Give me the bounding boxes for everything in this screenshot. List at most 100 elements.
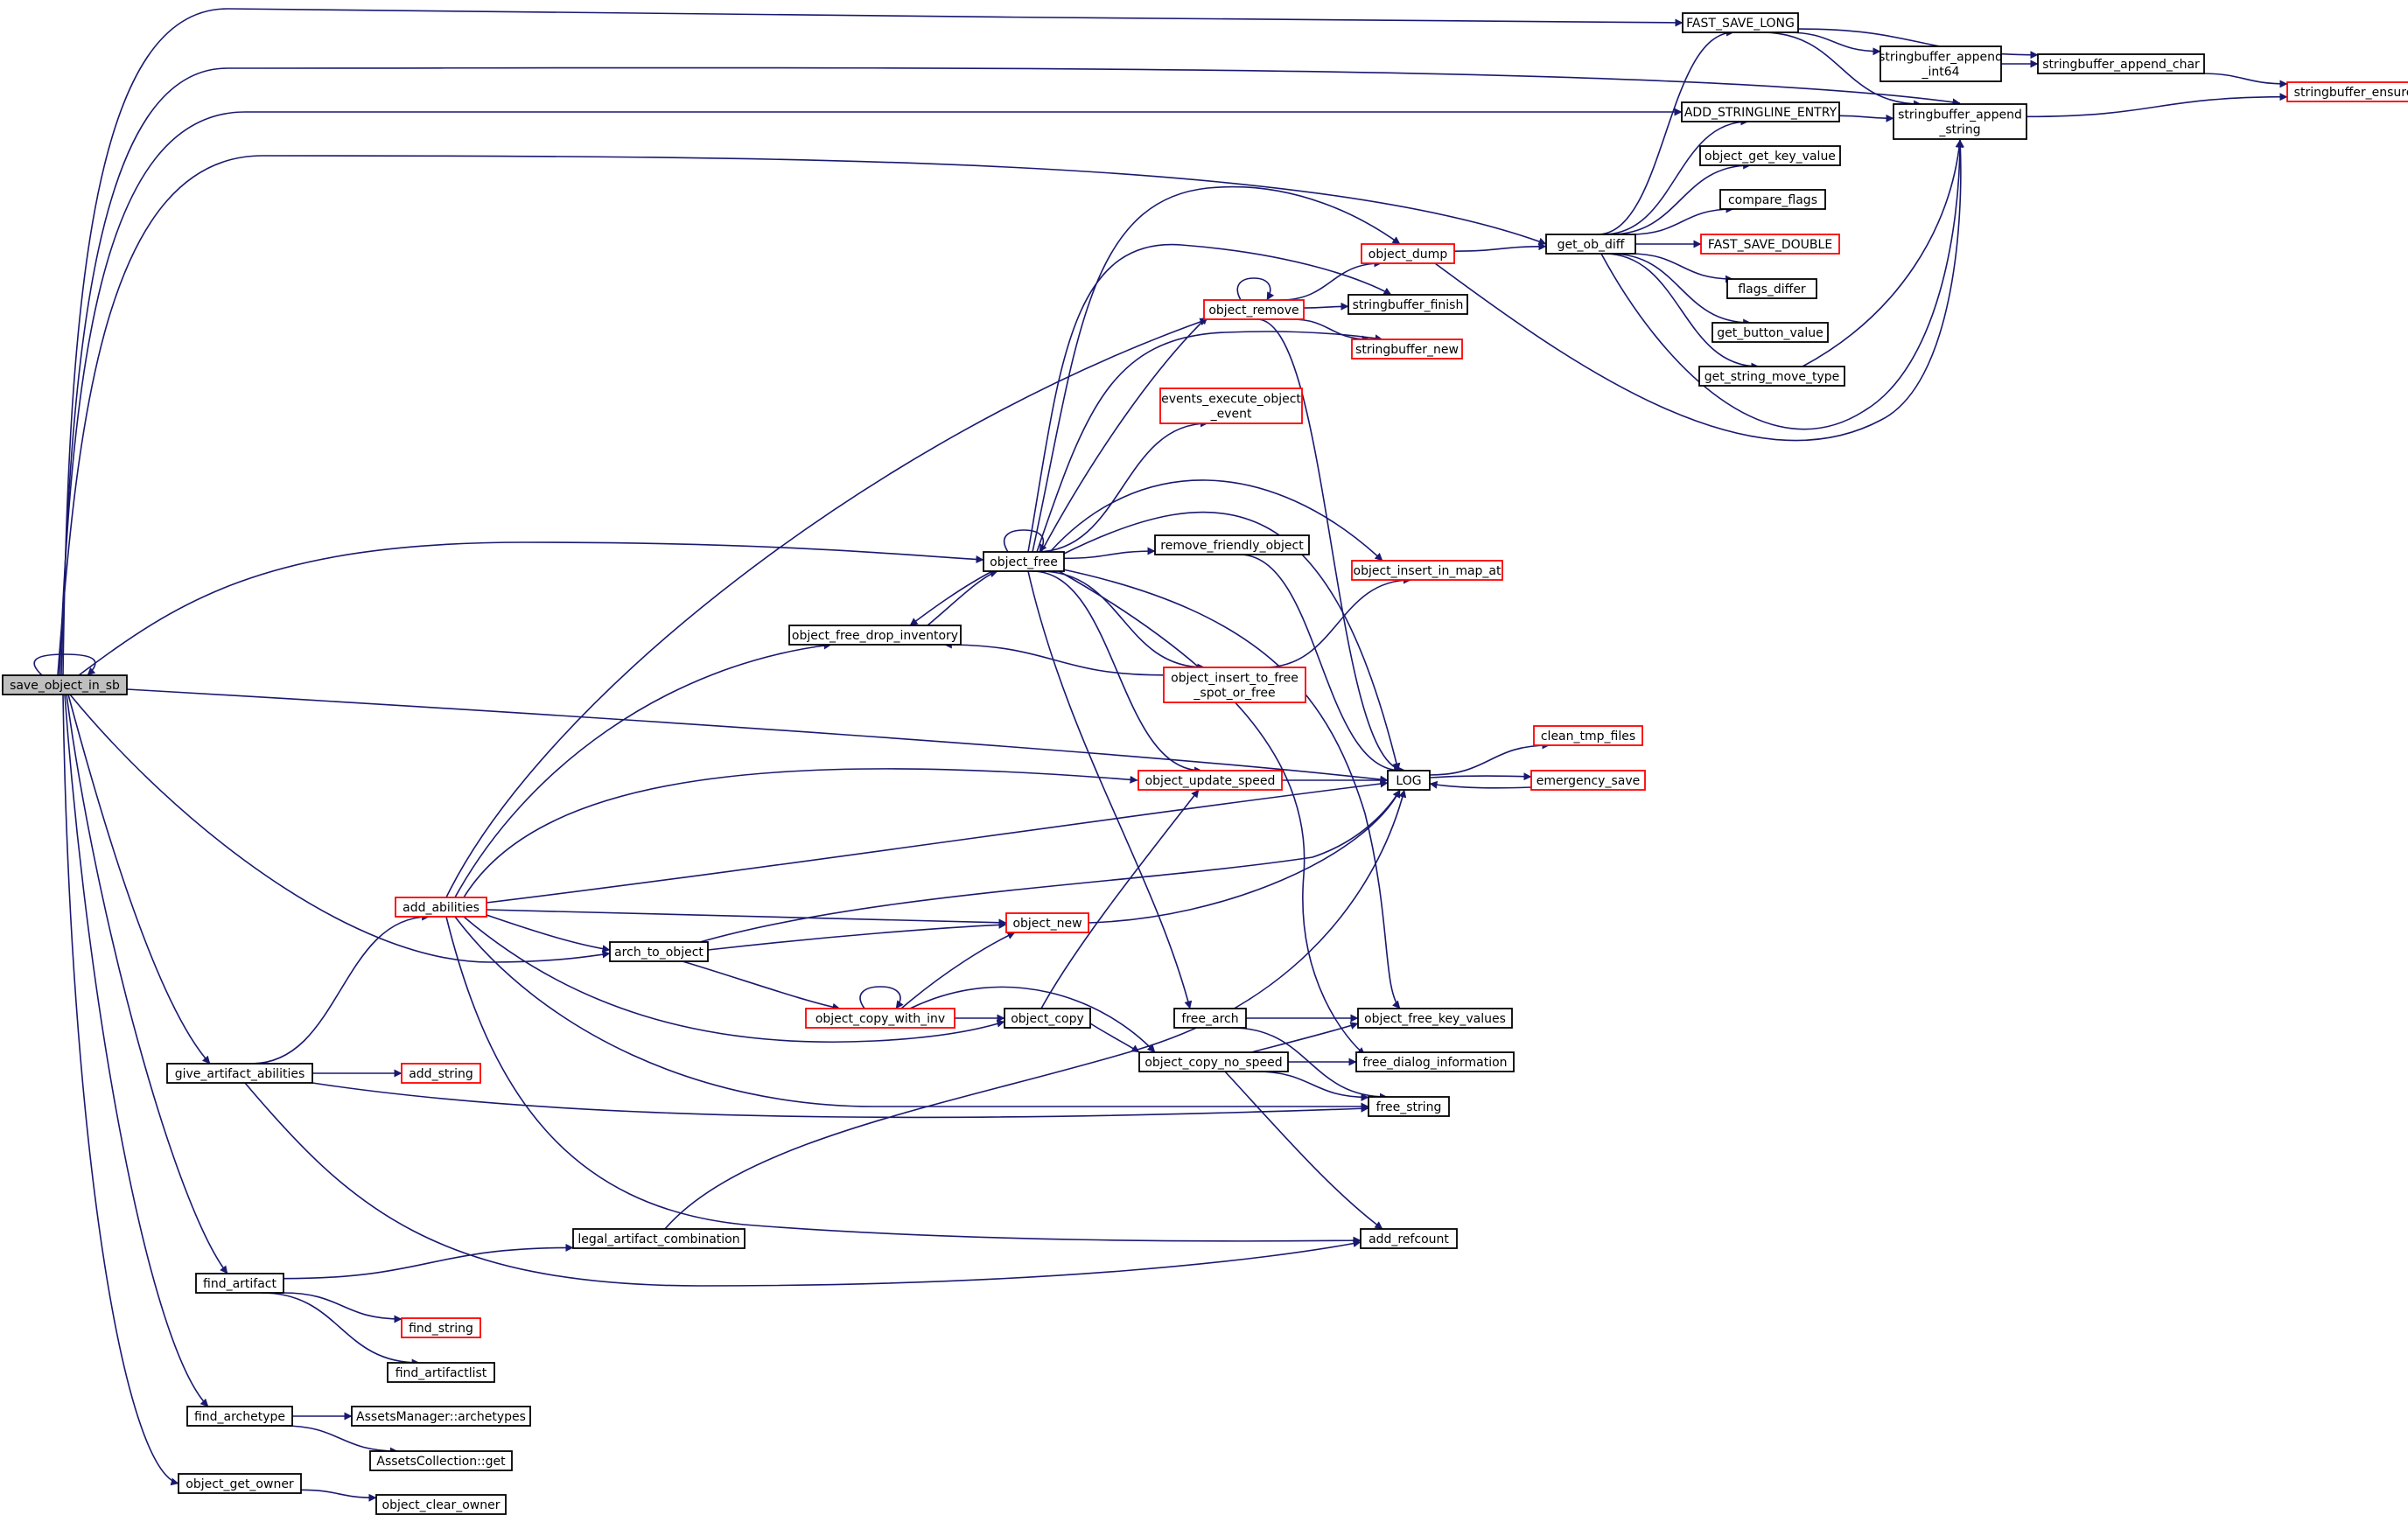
node-box-ADD_STRINGLINE_ENTRY <box>1681 101 1840 122</box>
node-object_update_speed[interactable]: object_update_speed <box>1138 770 1283 791</box>
node-label-free_dialog_information: free_dialog_information <box>1362 1056 1507 1070</box>
edge-save_object_in_sb-to-object_free <box>78 541 984 676</box>
node-label-object_get_key_value: object_get_key_value <box>1704 150 1836 164</box>
node-object_remove[interactable]: object_remove <box>1203 299 1305 320</box>
node-stringbuffer_ensure[interactable]: stringbuffer_ensure <box>2286 81 2408 102</box>
node-box-object_clear_owner <box>375 1494 507 1515</box>
edge-object_copy_with_inv-to-object_new <box>900 932 1016 1009</box>
node-add_abilities[interactable]: add_abilities <box>395 897 487 918</box>
node-box-find_archetype <box>186 1406 293 1427</box>
edge-add_abilities-to-object_update_speed <box>463 768 1138 898</box>
edge-object_copy_with_inv-to-object_copy_no_speed <box>909 986 1156 1053</box>
edge-stringbuffer_append_char-to-stringbuffer_ensure <box>2201 73 2288 88</box>
node-object_free_drop_inventory[interactable]: object_free_drop_inventory <box>788 625 962 646</box>
node-object_insert_to_free_spot_or_free[interactable]: object_insert_to_free_spot_or_free <box>1163 667 1306 703</box>
node-free_dialog_information[interactable]: free_dialog_information <box>1355 1051 1515 1072</box>
node-label-free_string: free_string <box>1376 1100 1442 1114</box>
edge-object_free-to-stringbuffer_finish <box>1027 243 1392 553</box>
node-compare_flags[interactable]: compare_flags <box>1719 189 1826 210</box>
node-stringbuffer_append_string[interactable]: stringbuffer_append_string <box>1893 103 2027 140</box>
node-object_copy_with_inv[interactable]: object_copy_with_inv <box>805 1008 956 1029</box>
node-label-object_update_speed: object_update_speed <box>1145 774 1276 788</box>
node-box-legal_artifact_combination <box>572 1228 746 1249</box>
edge-object_free-to-LOG <box>1058 511 1401 771</box>
node-object_copy_no_speed[interactable]: object_copy_no_speed <box>1138 1051 1289 1072</box>
node-get_string_move_type[interactable]: get_string_move_type <box>1698 366 1845 387</box>
edge-FAST_SAVE_LONG-to-stringbuffer_append_int64 <box>1787 31 1881 56</box>
edge-object_free-to-free_dialog_information <box>1054 568 1366 1056</box>
node-get_ob_diff[interactable]: get_ob_diff <box>1545 234 1636 255</box>
edge-legal_artifact_combination-to-LOG <box>664 789 1407 1230</box>
node-give_artifact_abilities[interactable]: give_artifact_abilities <box>166 1063 313 1084</box>
node-object_dump[interactable]: object_dump <box>1361 243 1455 264</box>
edge-add_abilities-to-LOG <box>486 779 1389 904</box>
node-stringbuffer_append_int64[interactable]: stringbuffer_append_int64 <box>1879 45 2003 82</box>
node-label-object_insert_to_free_spot_or_free: object_insert_to_free <box>1171 672 1298 686</box>
edge-arch_to_object-to-object_copy_with_inv <box>682 960 841 1011</box>
node-box-free_arch <box>1173 1008 1247 1029</box>
edge-object_free-to-free_arch <box>1027 570 1193 1009</box>
node-legal_artifact_combination[interactable]: legal_artifact_combination <box>572 1228 746 1249</box>
node-box-free_dialog_information <box>1355 1051 1515 1072</box>
node-object_free[interactable]: object_free <box>983 551 1065 572</box>
node-label-object_clear_owner: object_clear_owner <box>382 1498 500 1512</box>
edge-object_free-to-object_insert_in_map_at <box>1049 479 1383 562</box>
node-object_get_owner[interactable]: object_get_owner <box>178 1473 302 1494</box>
node-find_archetype[interactable]: find_archetype <box>186 1406 293 1427</box>
edge-save_object_in_sb-to-find_artifact <box>66 694 228 1274</box>
node-object_free_key_values[interactable]: object_free_key_values <box>1357 1008 1513 1029</box>
node-object_clear_owner[interactable]: object_clear_owner <box>375 1494 507 1515</box>
node-ADD_STRINGLINE_ENTRY[interactable]: ADD_STRINGLINE_ENTRY <box>1681 101 1840 122</box>
node-box-free_string <box>1368 1096 1450 1117</box>
node-events_execute_object_event[interactable]: events_execute_object_event <box>1159 387 1303 424</box>
node-object_copy[interactable]: object_copy <box>1004 1008 1091 1029</box>
node-emergency_save[interactable]: emergency_save <box>1530 770 1646 791</box>
edge-remove_friendly_object-to-LOG <box>1239 554 1403 775</box>
node-find_artifactlist[interactable]: find_artifactlist <box>387 1362 495 1383</box>
edge-object_copy-to-object_update_speed <box>1040 789 1200 1009</box>
edge-object_free-to-stringbuffer_new <box>1036 331 1383 553</box>
node-object_insert_in_map_at[interactable]: object_insert_in_map_at <box>1351 560 1503 581</box>
edge-arch_to_object-to-object_new <box>707 920 1007 951</box>
node-clean_tmp_files[interactable]: clean_tmp_files <box>1533 725 1643 746</box>
node-label-find_artifact: find_artifact <box>203 1277 276 1291</box>
node-label-clean_tmp_files: clean_tmp_files <box>1541 730 1635 744</box>
node-stringbuffer_append_char[interactable]: stringbuffer_append_char <box>2037 53 2205 74</box>
node-object_get_key_value[interactable]: object_get_key_value <box>1699 145 1841 166</box>
node-LOG[interactable]: LOG <box>1387 770 1431 791</box>
node-add_refcount[interactable]: add_refcount <box>1360 1228 1458 1249</box>
node-flags_differ[interactable]: flags_differ <box>1726 278 1817 299</box>
edge-object_insert_to_free_spot_or_free-to-object_insert_in_map_at <box>1264 576 1411 668</box>
node-save_object_in_sb[interactable]: save_object_in_sb <box>2 674 128 695</box>
edge-get_ob_diff-to-stringbuffer_append_string <box>1600 139 1964 430</box>
edge-object_free_drop_inventory-to-object_free <box>927 569 998 626</box>
node-AssetsManager_archetypes[interactable]: AssetsManager::archetypes <box>351 1406 531 1427</box>
node-arch_to_object[interactable]: arch_to_object <box>609 941 709 962</box>
node-free_string[interactable]: free_string <box>1368 1096 1450 1117</box>
edge-object_free-to-object_free_drop_inventory <box>909 568 998 626</box>
edge-object_remove-to-stringbuffer_finish <box>1303 302 1349 311</box>
node-box-stringbuffer_append_char <box>2037 53 2205 74</box>
edge-object_copy-to-object_copy_no_speed <box>1089 1023 1140 1053</box>
node-FAST_SAVE_DOUBLE[interactable]: FAST_SAVE_DOUBLE <box>1700 234 1840 255</box>
node-label-stringbuffer_new: stringbuffer_new <box>1355 343 1459 357</box>
node-FAST_SAVE_LONG[interactable]: FAST_SAVE_LONG <box>1682 12 1799 33</box>
edge-add_abilities-to-arch_to_object <box>486 914 611 953</box>
node-label-object_dump: object_dump <box>1368 248 1448 262</box>
node-stringbuffer_new[interactable]: stringbuffer_new <box>1351 339 1463 360</box>
node-find_artifact[interactable]: find_artifact <box>195 1273 284 1294</box>
edge-find_artifact-to-find_string <box>283 1292 402 1323</box>
node-find_string[interactable]: find_string <box>401 1317 481 1338</box>
node-add_string[interactable]: add_string <box>401 1063 481 1084</box>
edge-find_artifact-to-find_artifactlist <box>261 1292 420 1367</box>
node-free_arch[interactable]: free_arch <box>1173 1008 1247 1029</box>
node-object_new[interactable]: object_new <box>1005 912 1089 933</box>
edge-save_object_in_sb-to-give_artifact_abilities <box>67 694 211 1065</box>
edge-object_copy_with_inv-to-object_copy_with_inv <box>859 986 904 1009</box>
node-stringbuffer_finish[interactable]: stringbuffer_finish <box>1348 294 1468 315</box>
node-label-compare_flags: compare_flags <box>1728 193 1817 207</box>
node-label-add_refcount: add_refcount <box>1368 1232 1449 1246</box>
node-remove_friendly_object[interactable]: remove_friendly_object <box>1154 534 1310 555</box>
node-get_button_value[interactable]: get_button_value <box>1712 322 1829 343</box>
node-AssetsCollection_get[interactable]: AssetsCollection::get <box>369 1450 513 1471</box>
